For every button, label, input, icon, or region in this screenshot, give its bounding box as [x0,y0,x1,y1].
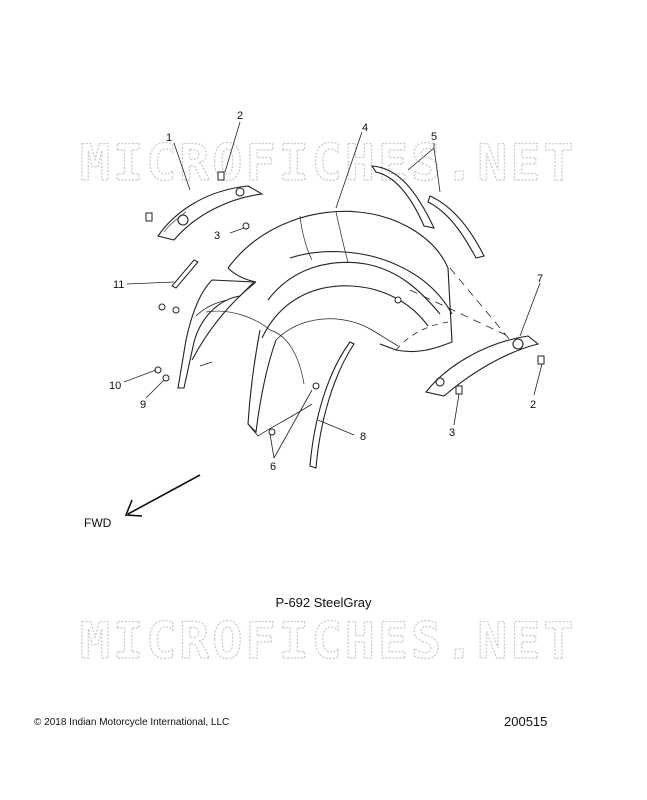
callout-11: 11 [113,279,124,291]
document-number: 200515 [504,714,548,729]
diagram-caption: P-692 SteelGray [275,595,372,610]
part-7-rear-trim [425,335,540,397]
nut-icon [312,382,320,390]
watermark-top: MICROFICHES.NET [80,134,577,192]
screw-icon [455,385,463,395]
rear-fender-part [191,210,511,437]
washer-icon [162,374,170,382]
callout-3: 3 [449,427,455,439]
callout-1: 1 [166,132,172,144]
nut-icon [268,428,276,436]
callout-2: 2 [237,110,243,122]
part-1-fender-trim [157,185,264,241]
part-11-small-trim [171,259,199,289]
nut-icon [242,222,250,230]
fender-side-panel [177,279,256,389]
copyright-notice: © 2018 Indian Motorcycle International, … [34,717,230,728]
leader-lines [123,121,543,459]
callout-2: 2 [530,399,536,411]
screw-icon [217,171,225,181]
watermark-bottom: MICROFICHES.NET [80,612,577,670]
screw-icon [537,355,545,365]
callout-4: 4 [362,122,368,134]
forward-direction-label: FWD [84,516,112,530]
callout-7: 7 [537,273,543,285]
forward-arrow-icon [124,474,201,517]
callout-9: 9 [140,399,146,411]
callout-8: 8 [360,431,366,443]
part-5-trim-strips [370,165,485,259]
callout-10: 10 [109,380,121,392]
callout-5: 5 [431,131,437,143]
screw-icon [145,212,153,222]
nut-icon [158,303,166,311]
part-8-strip [309,341,355,469]
callout-3: 3 [214,230,220,242]
callout-6: 6 [270,461,276,473]
washer-icon [172,306,180,314]
nut-icon [394,296,402,304]
